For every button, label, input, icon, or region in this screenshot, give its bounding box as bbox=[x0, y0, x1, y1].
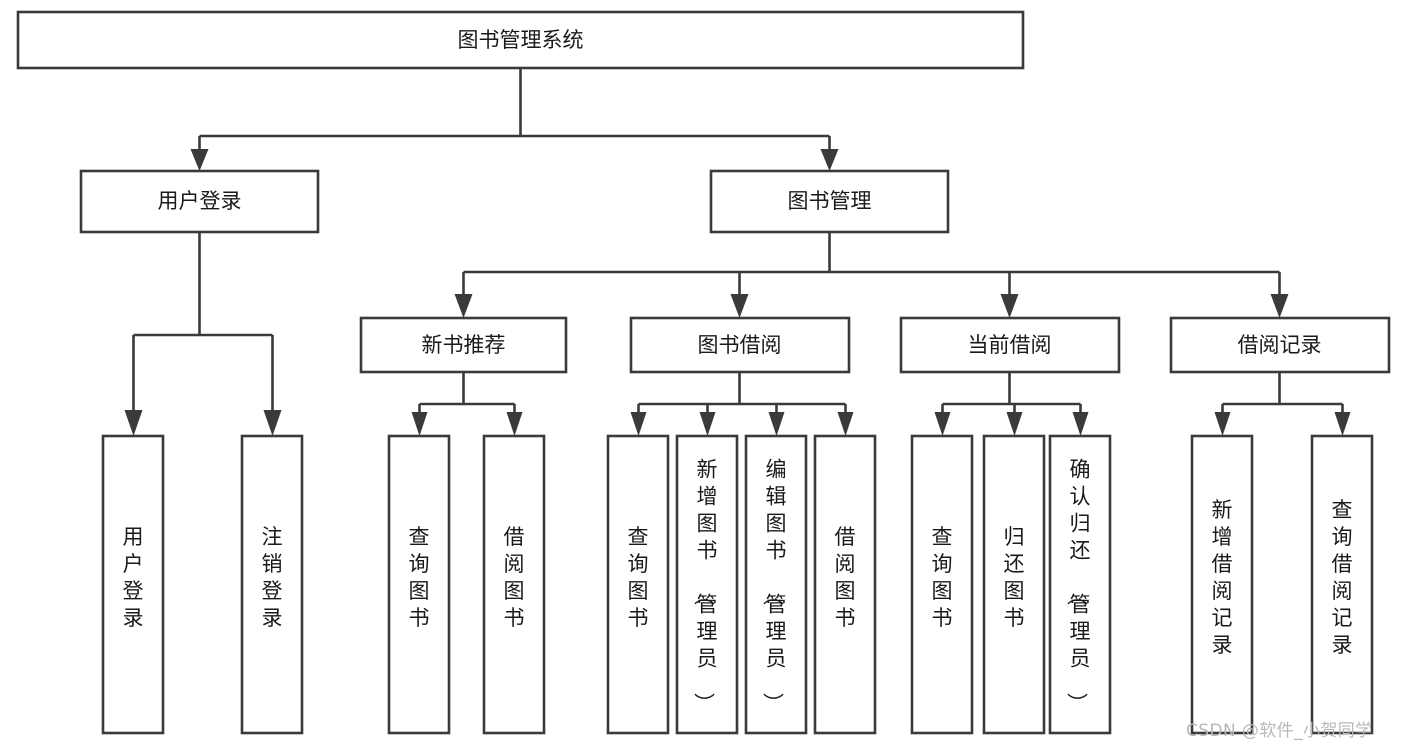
node-leaf-add-borrow-record-label: 新增借阅记录 bbox=[1212, 498, 1233, 657]
node-leaf-query-book-3[interactable]: 查询图书 bbox=[910, 434, 974, 735]
node-leaf-query-book-1[interactable]: 查询图书 bbox=[387, 434, 451, 735]
arrow-to-leaf-query-book-1 bbox=[411, 412, 428, 436]
arrow-to-leaf-confirm-return-admin bbox=[1072, 412, 1089, 436]
arrow-to-leaf-query-book-2 bbox=[630, 412, 647, 436]
node-borrow-record-label: 借阅记录 bbox=[1238, 333, 1322, 357]
node-leaf-add-borrow-record-box[interactable] bbox=[1190, 434, 1254, 735]
arrow-to-leaf-user-logout bbox=[263, 410, 282, 436]
node-leaf-return-book[interactable]: 归还图书 bbox=[982, 434, 1046, 735]
node-root-label: 图书管理系统 bbox=[458, 28, 584, 52]
node-leaf-query-book-3-label: 查询图书 bbox=[932, 525, 953, 630]
node-leaf-confirm-return-admin[interactable]: 确认归还（管理员） bbox=[1048, 434, 1112, 735]
arrow-to-leaf-add-book-admin bbox=[699, 412, 716, 436]
node-leaf-borrow-book-2[interactable]: 借阅图书 bbox=[813, 434, 877, 735]
node-leaf-user-logout-label: 注销登录 bbox=[262, 525, 283, 630]
node-leaf-borrow-book-2-box[interactable] bbox=[813, 434, 877, 735]
node-leaf-confirm-return-admin-label: 确认归还（管理员） bbox=[1065, 458, 1091, 714]
node-leaf-query-book-2[interactable]: 查询图书 bbox=[606, 434, 670, 735]
node-leaf-query-book-1-box[interactable] bbox=[387, 434, 451, 735]
node-leaf-edit-book-admin-box[interactable] bbox=[744, 434, 808, 735]
node-leaf-edit-book-admin-label: 编辑图书（管理员） bbox=[761, 458, 787, 714]
node-user-login-box[interactable] bbox=[79, 169, 320, 234]
node-book-borrow-box[interactable] bbox=[629, 316, 851, 374]
node-leaf-return-book-label: 归还图书 bbox=[1004, 525, 1025, 630]
arrow-root-to-user-login bbox=[190, 149, 209, 171]
node-leaf-query-book-3-box[interactable] bbox=[910, 434, 974, 735]
node-book-manage[interactable]: 图书管理 bbox=[709, 169, 950, 234]
node-leaf-query-book-1-label: 查询图书 bbox=[409, 525, 430, 630]
arrow-to-leaf-edit-book-admin bbox=[768, 412, 785, 436]
node-borrow-record[interactable]: 借阅记录 bbox=[1169, 316, 1391, 374]
node-leaf-add-borrow-record[interactable]: 新增借阅记录 bbox=[1190, 434, 1254, 735]
node-leaf-borrow-book-2-label: 借阅图书 bbox=[835, 525, 856, 630]
node-current-borrow[interactable]: 当前借阅 bbox=[899, 316, 1121, 374]
node-user-login[interactable]: 用户登录 bbox=[79, 169, 320, 234]
node-leaf-user-login-box[interactable] bbox=[101, 434, 165, 735]
arrow-to-leaf-borrow-book-2 bbox=[837, 412, 854, 436]
arrow-root-to-book-manage bbox=[820, 149, 839, 171]
node-leaf-edit-book-admin[interactable]: 编辑图书（管理员） bbox=[744, 434, 808, 735]
node-leaf-query-book-2-label: 查询图书 bbox=[628, 525, 649, 630]
node-new-book-recommend[interactable]: 新书推荐 bbox=[359, 316, 568, 374]
node-leaf-add-book-admin-label: 新增图书（管理员） bbox=[692, 458, 718, 714]
node-leaf-return-book-box[interactable] bbox=[982, 434, 1046, 735]
node-leaf-add-book-admin[interactable]: 新增图书（管理员） bbox=[675, 434, 739, 735]
node-book-manage-box[interactable] bbox=[709, 169, 950, 234]
node-book-borrow[interactable]: 图书借阅 bbox=[629, 316, 851, 374]
node-new-book-recommend-label: 新书推荐 bbox=[422, 333, 506, 357]
arrow-to-leaf-user-login bbox=[124, 410, 143, 436]
node-book-borrow-label: 图书借阅 bbox=[698, 333, 782, 357]
node-leaf-query-borrow-record-box[interactable] bbox=[1310, 434, 1374, 735]
arrow-to-leaf-query-borrow-record bbox=[1334, 412, 1351, 436]
node-leaf-borrow-book-1[interactable]: 借阅图书 bbox=[482, 434, 546, 735]
arrow-to-book-borrow bbox=[730, 294, 749, 318]
connectors-layer bbox=[124, 68, 1351, 436]
node-leaf-borrow-book-1-box[interactable] bbox=[482, 434, 546, 735]
arrow-to-leaf-borrow-book-1 bbox=[506, 412, 523, 436]
leaf-nodes-layer: 用户登录 注销登录 查询图书 借阅图书 查询图书 新增图书（管理员） 编辑图书（管理员） 借阅… bbox=[101, 434, 1374, 735]
node-leaf-query-book-2-box[interactable] bbox=[606, 434, 670, 735]
node-leaf-query-borrow-record[interactable]: 查询借阅记录 bbox=[1310, 434, 1374, 735]
node-leaf-user-login[interactable]: 用户登录 bbox=[101, 434, 165, 735]
arrow-to-current-borrow bbox=[1000, 294, 1019, 318]
node-current-borrow-label: 当前借阅 bbox=[968, 333, 1052, 357]
node-leaf-query-borrow-record-label: 查询借阅记录 bbox=[1332, 498, 1353, 657]
arrow-to-leaf-query-book-3 bbox=[934, 412, 951, 436]
node-new-book-recommend-box[interactable] bbox=[359, 316, 568, 374]
arrow-to-leaf-add-borrow-record bbox=[1214, 412, 1231, 436]
node-leaf-user-logout[interactable]: 注销登录 bbox=[240, 434, 304, 735]
node-root-box[interactable] bbox=[16, 10, 1025, 70]
node-leaf-confirm-return-admin-box[interactable] bbox=[1048, 434, 1112, 735]
node-borrow-record-box[interactable] bbox=[1169, 316, 1391, 374]
node-leaf-user-login-label: 用户登录 bbox=[123, 525, 144, 630]
node-book-manage-label: 图书管理 bbox=[788, 189, 872, 213]
node-current-borrow-box[interactable] bbox=[899, 316, 1121, 374]
arrow-to-leaf-return-book bbox=[1006, 412, 1023, 436]
arrow-to-borrow-record bbox=[1270, 294, 1289, 318]
node-user-login-label: 用户登录 bbox=[158, 189, 242, 213]
arrow-to-new-book-recommend bbox=[454, 294, 473, 318]
node-leaf-user-logout-box[interactable] bbox=[240, 434, 304, 735]
node-leaf-add-book-admin-box[interactable] bbox=[675, 434, 739, 735]
node-root[interactable]: 图书管理系统 bbox=[16, 10, 1025, 70]
node-leaf-borrow-book-1-label: 借阅图书 bbox=[504, 525, 525, 630]
